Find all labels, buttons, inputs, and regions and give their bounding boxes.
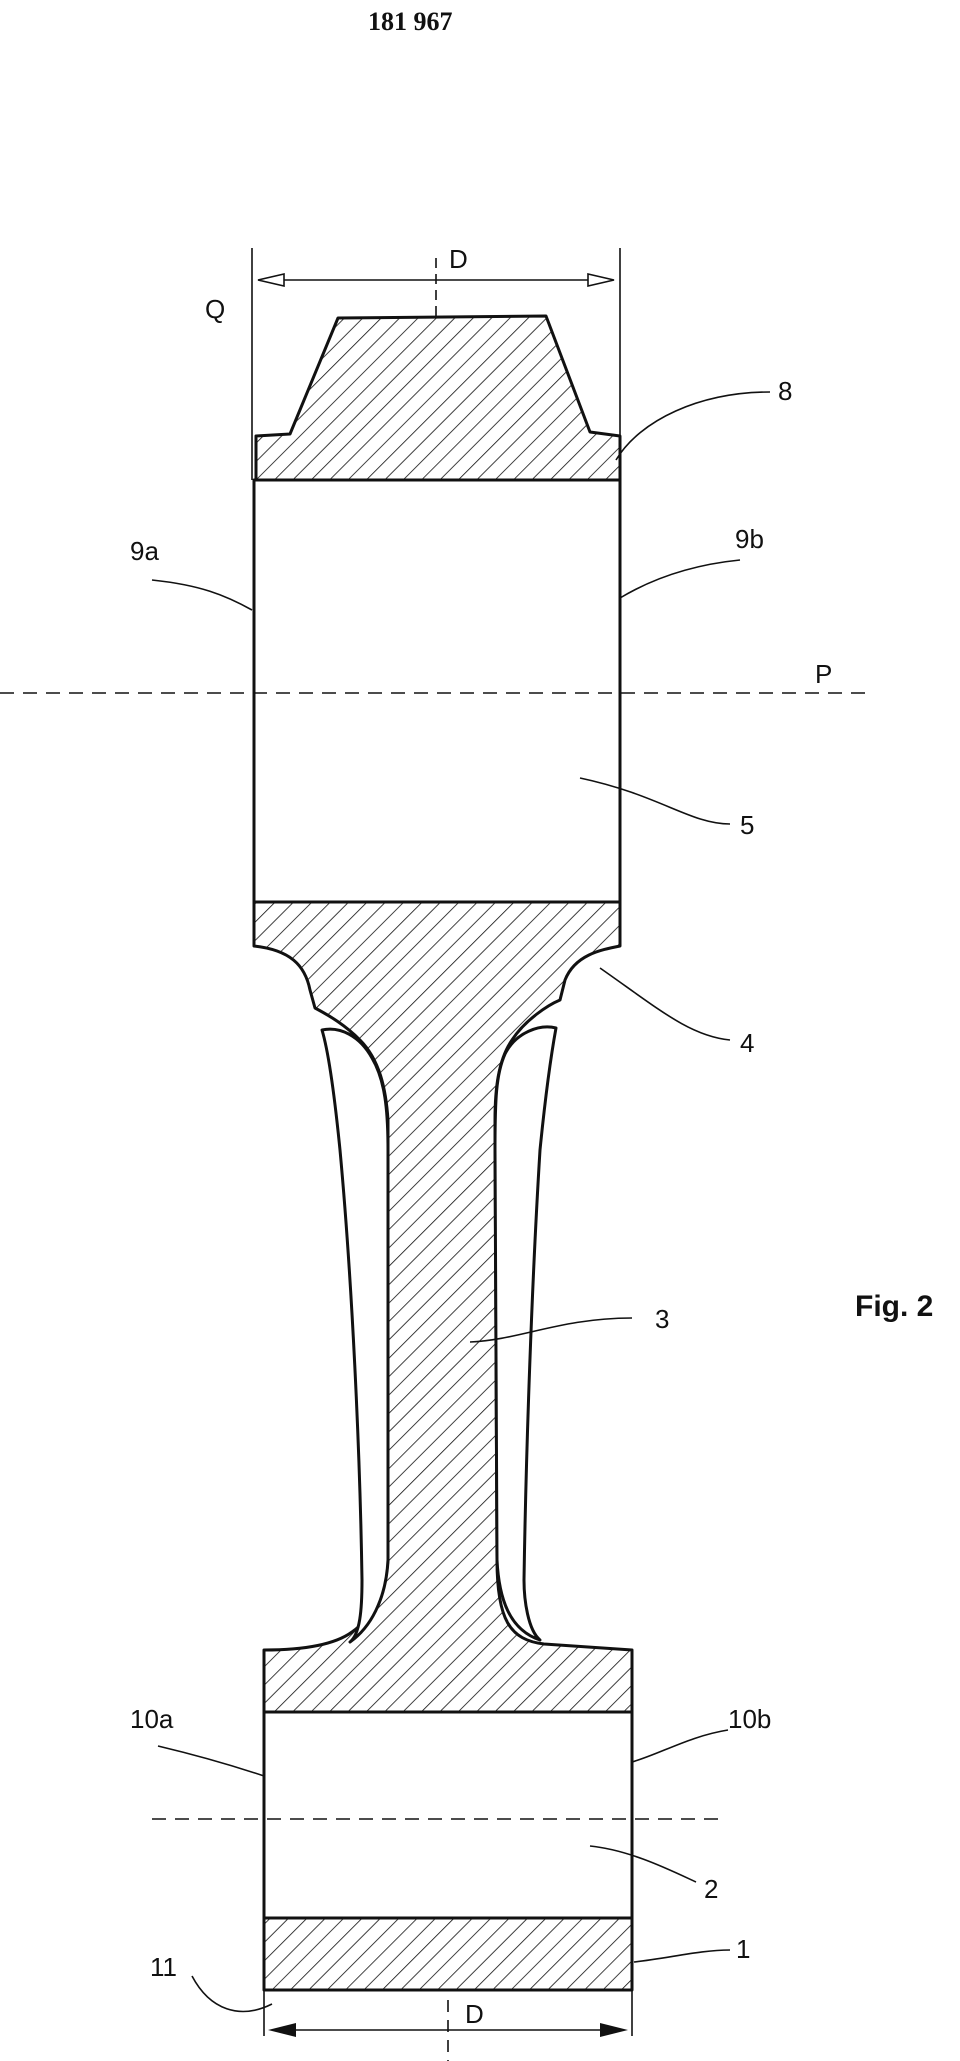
ref-9b: 9b xyxy=(735,524,764,554)
ref-1: 1 xyxy=(736,1934,750,1964)
plane-label-q: Q xyxy=(205,294,225,324)
gear-rim-8 xyxy=(254,314,622,482)
ref-11: 11 xyxy=(150,1952,177,1982)
ref-9a: 9a xyxy=(130,536,159,566)
ref-10b: 10b xyxy=(728,1704,771,1734)
left-recess xyxy=(320,1027,390,1644)
dimension-label-top: D xyxy=(449,244,468,274)
ref-3: 3 xyxy=(655,1304,669,1334)
ref-8: 8 xyxy=(778,376,792,406)
figure-caption: Fig. 2 xyxy=(855,1290,933,1323)
top-dimension: D xyxy=(251,244,621,480)
bore-5 xyxy=(252,478,622,904)
ref-5: 5 xyxy=(740,810,754,840)
ref-4: 4 xyxy=(740,1028,754,1058)
hub-bore-2 xyxy=(262,1710,634,1920)
ref-10a: 10a xyxy=(130,1704,174,1734)
dimension-label-bottom: D xyxy=(465,1999,484,2029)
bottom-dimension: D xyxy=(263,1990,633,2061)
patent-number: 181 967 xyxy=(368,7,453,36)
ref-2: 2 xyxy=(704,1874,718,1904)
bushing-1 xyxy=(262,1916,634,1992)
plane-label-p: P xyxy=(815,659,832,689)
leader-lines xyxy=(151,391,771,2013)
web-4 xyxy=(252,900,634,1714)
